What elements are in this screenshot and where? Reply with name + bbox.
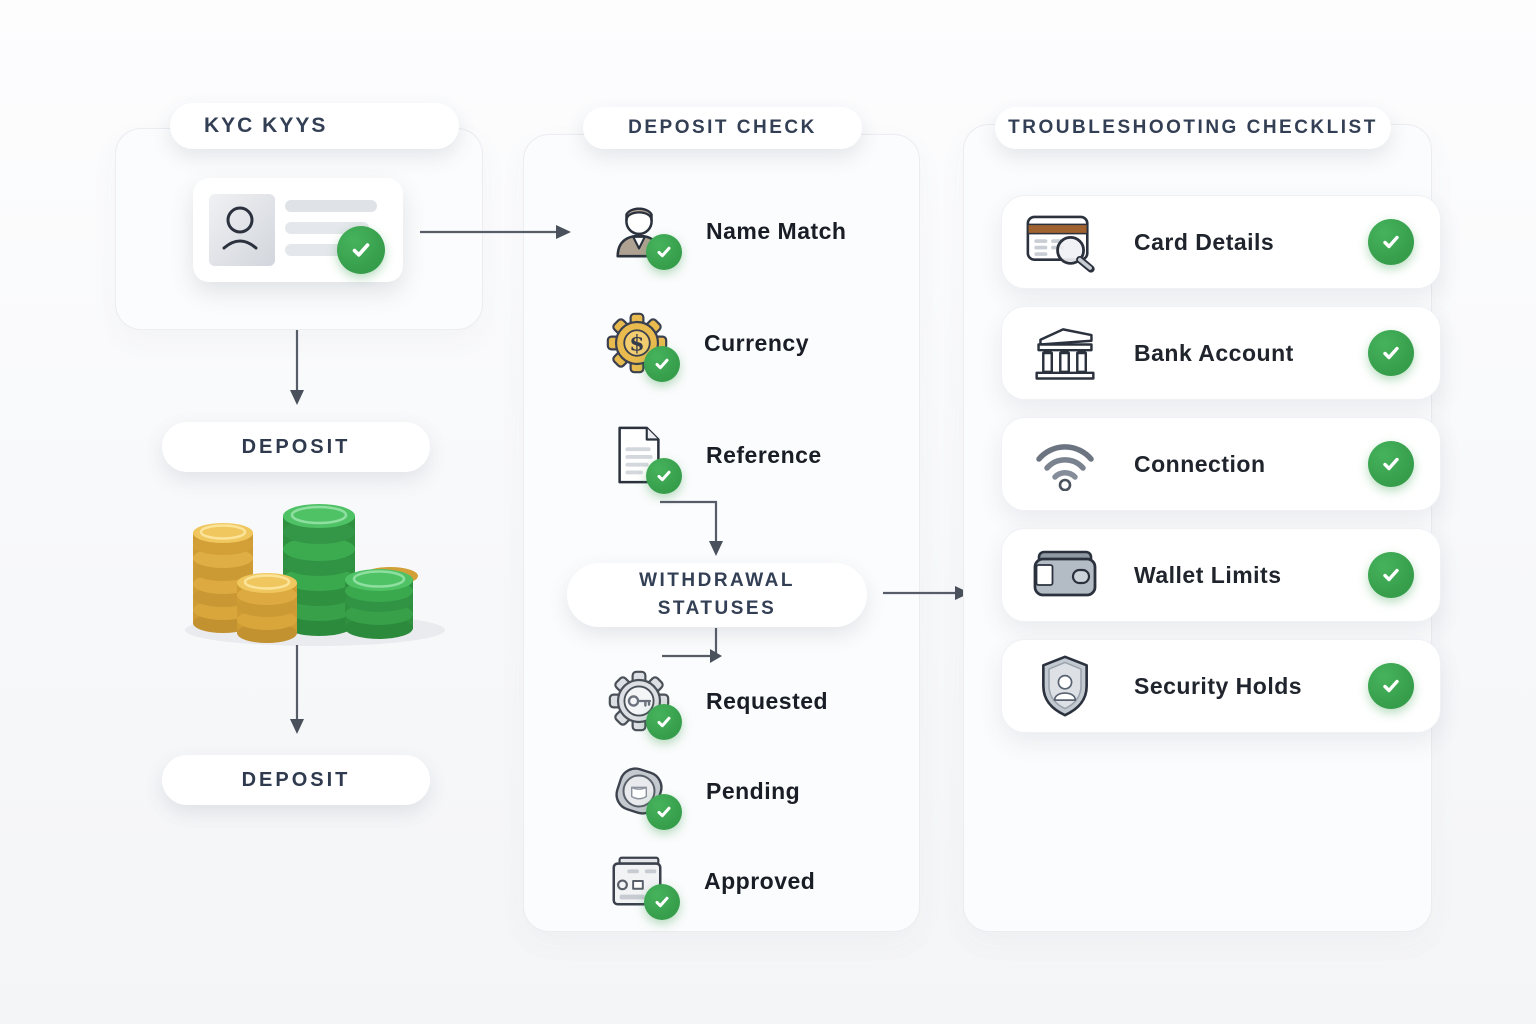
deposit-check-header-pill: DEPOSIT CHECK: [583, 107, 862, 149]
status-item-label: Pending: [706, 777, 801, 804]
check-icon: [644, 346, 680, 382]
troubleshooting-header-pill: TROUBLESHOOTING CHECKLIST: [995, 107, 1391, 149]
check-item-name-match: Name Match: [608, 200, 847, 270]
checklist-row-bank-account[interactable]: Bank Account: [1001, 306, 1441, 400]
check-item-label: Name Match: [706, 217, 847, 244]
check-item-label: Reference: [706, 441, 822, 468]
status-item-approved: Approved: [606, 850, 816, 920]
withdrawal-statuses-line2: STATUSES: [657, 598, 777, 619]
card-search-icon: [1026, 215, 1095, 273]
status-item-requested: Requested: [608, 670, 829, 740]
check-icon: [1368, 441, 1414, 487]
shield-user-icon: [1042, 655, 1088, 717]
withdrawal-statuses-pill[interactable]: WITHDRAWAL STATUSES: [567, 563, 867, 627]
checklist-row-wallet-limits[interactable]: Wallet Limits: [1001, 528, 1441, 622]
check-icon: [1368, 663, 1414, 709]
checklist-row-security-holds[interactable]: Security Holds: [1001, 639, 1441, 733]
status-item-label: Approved: [704, 867, 816, 894]
deposit-button-1-label: DEPOSIT: [241, 435, 351, 458]
deposit-check-header-label: DEPOSIT CHECK: [628, 117, 817, 138]
coin-stacks-icon: [185, 504, 445, 646]
arrow-down-2: [290, 645, 304, 734]
arrow-right-2: [883, 586, 970, 600]
deposit-button-2[interactable]: DEPOSIT: [162, 755, 430, 805]
check-icon: [1368, 219, 1414, 265]
deposit-check-panel: [523, 134, 920, 932]
checklist-row-card-details[interactable]: Card Details: [1001, 195, 1441, 289]
check-icon: [646, 234, 682, 270]
check-icon: [644, 884, 680, 920]
arrow-down-1: [290, 330, 304, 405]
id-card-icon: [209, 194, 377, 266]
check-item-label: Currency: [704, 329, 809, 356]
check-item-reference: Reference: [608, 424, 822, 494]
check-icon: [1368, 552, 1414, 598]
checklist-row-label: Wallet Limits: [1134, 561, 1282, 588]
troubleshooting-header-label: TROUBLESHOOTING CHECKLIST: [1008, 117, 1378, 138]
kyc-header-label: KYC KYYS: [204, 114, 328, 137]
checklist-row-connection[interactable]: Connection: [1001, 417, 1441, 511]
check-icon: [1368, 330, 1414, 376]
bank-icon: [1035, 328, 1095, 380]
status-item-pending: Pending: [608, 760, 801, 830]
arrow-right-1: [420, 225, 571, 239]
checklist-row-label: Security Holds: [1134, 672, 1303, 699]
withdrawal-statuses-line1: WITHDRAWAL: [639, 569, 795, 591]
checklist-row-label: Connection: [1134, 450, 1266, 477]
deposit-button-2-label: DEPOSIT: [241, 768, 351, 791]
check-icon: [646, 458, 682, 494]
id-card-illustration: [193, 178, 403, 282]
wifi-icon: [1036, 444, 1094, 491]
svg-text:$: $: [629, 330, 644, 356]
elbow-arrow-statuses: [662, 628, 722, 663]
check-item-currency: $ Currency: [606, 312, 809, 382]
checklist-row-label: Bank Account: [1134, 339, 1294, 366]
check-icon: [646, 794, 682, 830]
id-card-check-icon: [337, 226, 385, 274]
elbow-arrow-down: [660, 500, 723, 556]
document-icon: [618, 426, 660, 484]
checklist-row-label: Card Details: [1134, 228, 1275, 255]
check-icon: [646, 704, 682, 740]
kyc-header-pill: KYC KYYS: [170, 103, 459, 149]
wallet-icon: [1033, 550, 1097, 597]
status-item-label: Requested: [706, 687, 829, 714]
deposit-button-1[interactable]: DEPOSIT: [162, 422, 430, 472]
